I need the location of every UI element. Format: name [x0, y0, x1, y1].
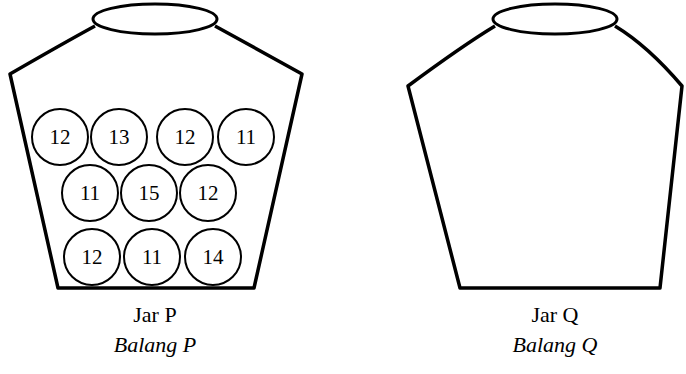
- jar-label: Jar P: [0, 302, 310, 328]
- marble-circle: 11: [123, 228, 181, 286]
- marble-circle: 11: [61, 164, 119, 222]
- marble-number: 12: [50, 127, 71, 148]
- marble-circle: 13: [90, 108, 148, 166]
- marble-number: 11: [142, 247, 162, 268]
- jar-label: Jar Q: [400, 302, 686, 328]
- jar: Jar Q Balang Q: [400, 0, 686, 374]
- marble-circle: 12: [63, 228, 121, 286]
- marble-number: 11: [236, 127, 256, 148]
- marble-circle: 14: [184, 228, 242, 286]
- marble-number: 11: [80, 183, 100, 204]
- marble-circle: 12: [179, 164, 237, 222]
- jar: Jar P Balang P 12 13 12 11 11 15 12 12 11 14: [0, 0, 310, 374]
- marble-number: 12: [198, 183, 219, 204]
- marble-circle: 15: [120, 164, 178, 222]
- marble-number: 14: [203, 247, 224, 268]
- marble-number: 12: [175, 127, 196, 148]
- marble-number: 15: [139, 183, 160, 204]
- marble-number: 13: [109, 127, 130, 148]
- jar-label-malay: Balang P: [0, 332, 310, 358]
- marble-number: 12: [82, 247, 103, 268]
- marble-circle: 12: [31, 108, 89, 166]
- marble-circle: 11: [217, 108, 275, 166]
- marble-circle: 12: [156, 108, 214, 166]
- jar-label-malay: Balang Q: [400, 332, 686, 358]
